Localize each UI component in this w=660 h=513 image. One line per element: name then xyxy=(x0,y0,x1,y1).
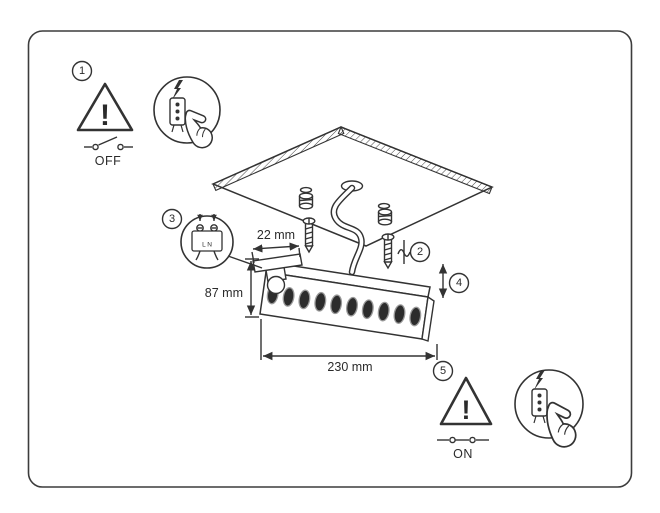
dimension-22mm: 22 mm xyxy=(251,228,301,264)
warning-triangle-icon-2 xyxy=(439,376,493,426)
linear-track-light-fixture xyxy=(252,253,435,342)
wiring-terminal-icon: L N xyxy=(191,214,223,261)
terminal-ln-labels: L N xyxy=(202,242,212,249)
power-off-switch-icon xyxy=(84,136,133,151)
step-4-number: 4 xyxy=(456,277,462,289)
magnifier-circle-bottom xyxy=(514,369,584,439)
dim-22mm-label: 22 mm xyxy=(257,228,295,242)
step-5-badge xyxy=(432,360,454,382)
step-2-number: 2 xyxy=(417,246,423,258)
step-1-badge xyxy=(71,60,93,82)
step-3-badge xyxy=(161,208,183,230)
terminal-magnifier-circle xyxy=(180,215,234,269)
dimension-87mm: 87 mm xyxy=(205,258,259,318)
diagram-border-frame xyxy=(27,30,633,488)
press-connector-magnifier-bottom xyxy=(514,369,586,452)
power-on-switch-icon xyxy=(437,436,489,444)
step-4-adjust: 4 xyxy=(438,264,470,298)
warning-triangle-icon xyxy=(76,82,134,132)
step-3-group: 3 L N xyxy=(161,208,263,269)
step-5-group: 5 ! ON xyxy=(432,360,493,461)
dimension-230mm: 230 mm xyxy=(260,319,438,374)
step-1-number: 1 xyxy=(79,65,85,77)
drill-hole-left xyxy=(299,186,313,194)
fixture-end-cap xyxy=(421,295,435,342)
step-4-badge xyxy=(448,272,470,294)
step-5-number: 5 xyxy=(440,365,446,377)
fixture-hinge xyxy=(266,275,286,295)
warning-exclamation: ! xyxy=(100,99,110,132)
magnifier-circle-top xyxy=(153,76,221,144)
step-3-number: 3 xyxy=(169,213,175,225)
drill-hole-right xyxy=(377,202,391,210)
panel-cut-hatch-right xyxy=(337,126,493,195)
on-label: ON xyxy=(453,447,473,461)
step-2-badge: 2 xyxy=(409,241,431,263)
press-connector-magnifier-top xyxy=(153,76,221,152)
dim-87mm-label: 87 mm xyxy=(205,286,243,300)
warning-exclamation-2: ! xyxy=(462,395,471,425)
step-1-group: 1 ! OFF xyxy=(71,60,134,168)
centerline-symbol xyxy=(397,240,411,264)
mains-cable xyxy=(330,184,365,276)
dim-230mm-label: 230 mm xyxy=(327,360,372,374)
off-label: OFF xyxy=(95,154,122,168)
